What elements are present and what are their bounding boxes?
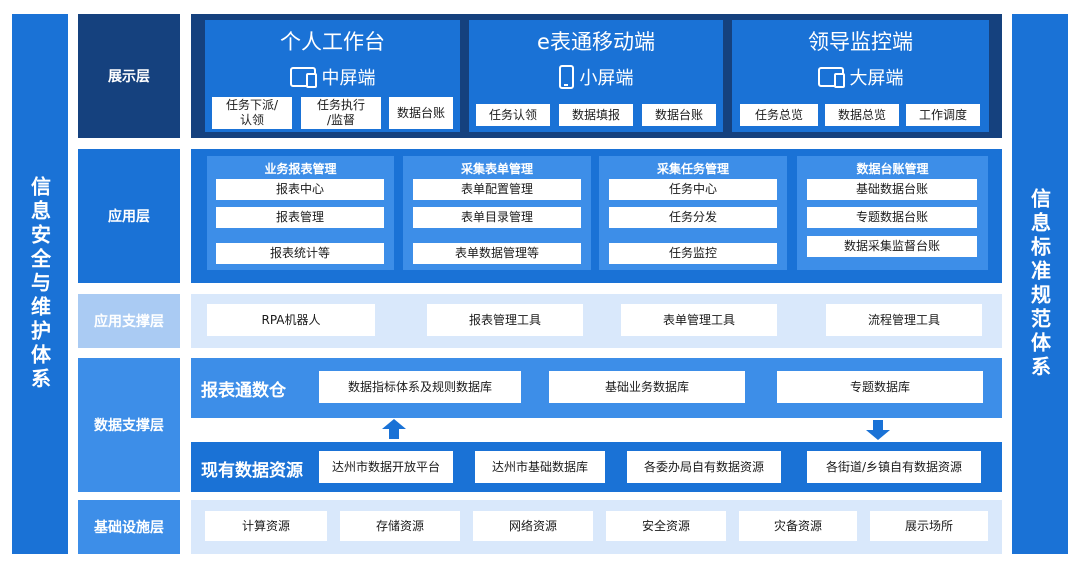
list-item: 任务认领 — [476, 104, 550, 126]
existing-title: 现有数据资源 — [201, 461, 303, 481]
list-item: 数据台账 — [389, 97, 453, 129]
personal-workbench-card: 个人工作台 中屏端 任务下派/认领 任务执行/监督 数据台账 — [205, 20, 460, 132]
list-item: 任务分发 — [609, 207, 777, 228]
data-support-layer-text: 数据支撑层 — [94, 418, 164, 434]
mobile-client-card: e表通移动端 小屏端 任务认领 数据填报 数据台账 — [469, 20, 723, 132]
item-text: 任务下派/认领 — [225, 98, 279, 127]
card-subtitle-text: 大屏端 — [849, 68, 904, 89]
list-item: 计算资源 — [205, 511, 327, 541]
existing-resources-row: 现有数据资源 达州市数据开放平台 达州市基础数据库 各委办局自有数据资源 各街道… — [191, 442, 1002, 492]
list-item: 基础业务数据库 — [549, 371, 745, 403]
security-system-label: 信息安全与维护体系 — [27, 176, 52, 392]
warehouse-title: 报表通数仓 — [201, 381, 286, 401]
list-item: 流程管理工具 — [826, 304, 982, 336]
app-support-layer-label: 应用支撑层 — [78, 294, 180, 348]
presentation-layer-panel: 个人工作台 中屏端 任务下派/认领 任务执行/监督 数据台账 e表通移动端 小屏… — [191, 14, 1002, 138]
list-item: 数据采集监督台账 — [807, 236, 977, 257]
arrow-down-icon — [866, 420, 890, 440]
application-layer-text: 应用层 — [108, 209, 150, 225]
list-item: 报表中心 — [216, 179, 384, 200]
card-subtitle: 大屏端 — [732, 64, 989, 90]
data-support-layer-label: 数据支撑层 — [78, 358, 180, 492]
list-item: 各委办局自有数据资源 — [627, 451, 781, 483]
security-system-bar: 信息安全与维护体系 — [12, 14, 68, 554]
card-title: 采集表单管理 — [460, 162, 533, 176]
list-item: 网络资源 — [473, 511, 593, 541]
list-item: 任务执行/监督 — [301, 97, 381, 129]
card-title: 数据台账管理 — [856, 162, 929, 176]
report-management-card: 业务报表管理 报表中心 报表管理 报表统计等 — [207, 156, 394, 270]
list-item: 表单管理工具 — [621, 304, 777, 336]
ledger-management-card: 数据台账管理 基础数据台账 专题数据台账 数据采集监督台账 — [797, 156, 988, 270]
list-item: 数据台账 — [642, 104, 716, 126]
app-support-layer-panel: RPA机器人 报表管理工具 表单管理工具 流程管理工具 — [191, 294, 1002, 348]
card-title: e表通移动端 — [537, 30, 655, 54]
list-item: 存储资源 — [340, 511, 460, 541]
list-item: 专题数据台账 — [807, 207, 977, 228]
leader-monitor-card: 领导监控端 大屏端 任务总览 数据总览 工作调度 — [732, 20, 989, 132]
list-item: 任务中心 — [609, 179, 777, 200]
standards-system-label: 信息标准规范体系 — [1027, 188, 1052, 380]
list-item: 达州市基础数据库 — [475, 451, 605, 483]
list-item: 报表管理 — [216, 207, 384, 228]
list-item: 数据总览 — [825, 104, 899, 126]
list-item: 数据指标体系及规则数据库 — [319, 371, 521, 403]
list-item: 表单数据管理等 — [413, 243, 581, 264]
list-item: 表单目录管理 — [413, 207, 581, 228]
card-subtitle: 小屏端 — [469, 64, 723, 90]
list-item: 安全资源 — [606, 511, 726, 541]
monitor-phone-icon — [817, 67, 845, 88]
card-title: 领导监控端 — [808, 30, 913, 54]
card-subtitle: 中屏端 — [205, 64, 460, 90]
presentation-layer-text: 展示层 — [108, 69, 150, 85]
infrastructure-layer-text: 基础设施层 — [94, 520, 164, 536]
list-item: 报表管理工具 — [427, 304, 583, 336]
list-item: 表单配置管理 — [413, 179, 581, 200]
list-item: 任务监控 — [609, 243, 777, 264]
data-support-layer-panel: 报表通数仓 数据指标体系及规则数据库 基础业务数据库 专题数据库 现有数据资源 … — [191, 358, 1002, 492]
infrastructure-layer-label: 基础设施层 — [78, 500, 180, 554]
warehouse-row: 报表通数仓 数据指标体系及规则数据库 基础业务数据库 专题数据库 — [191, 358, 1002, 418]
task-management-card: 采集任务管理 任务中心 任务分发 任务监控 — [599, 156, 787, 270]
card-subtitle-text: 中屏端 — [321, 68, 376, 89]
list-item: 灾备资源 — [739, 511, 857, 541]
card-title: 采集任务管理 — [656, 162, 729, 176]
application-layer-label: 应用层 — [78, 149, 180, 283]
list-item: 达州市数据开放平台 — [319, 451, 453, 483]
phone-icon — [558, 65, 574, 89]
list-item: 工作调度 — [906, 104, 980, 126]
item-text: 任务执行/监督 — [316, 98, 365, 127]
list-item: 数据填报 — [559, 104, 633, 126]
infrastructure-layer-panel: 计算资源 存储资源 网络资源 安全资源 灾备资源 展示场所 — [191, 500, 1002, 554]
list-item: RPA机器人 — [207, 304, 375, 336]
monitor-phone-icon — [289, 67, 317, 88]
list-item: 任务下派/认领 — [212, 97, 292, 129]
list-item: 专题数据库 — [777, 371, 983, 403]
card-title: 业务报表管理 — [264, 162, 337, 176]
list-item: 基础数据台账 — [807, 179, 977, 200]
form-management-card: 采集表单管理 表单配置管理 表单目录管理 表单数据管理等 — [403, 156, 591, 270]
card-subtitle-text: 小屏端 — [579, 68, 634, 89]
card-title: 个人工作台 — [280, 30, 385, 54]
app-support-layer-text: 应用支撑层 — [94, 314, 164, 330]
list-item: 展示场所 — [870, 511, 988, 541]
presentation-layer-label: 展示层 — [78, 14, 180, 138]
standards-system-bar: 信息标准规范体系 — [1012, 14, 1068, 554]
arrow-up-icon — [382, 419, 406, 439]
list-item: 报表统计等 — [216, 243, 384, 264]
application-layer-panel: 业务报表管理 报表中心 报表管理 报表统计等 采集表单管理 表单配置管理 表单目… — [191, 149, 1002, 283]
list-item: 各街道/乡镇自有数据资源 — [807, 451, 981, 483]
list-item: 任务总览 — [740, 104, 818, 126]
